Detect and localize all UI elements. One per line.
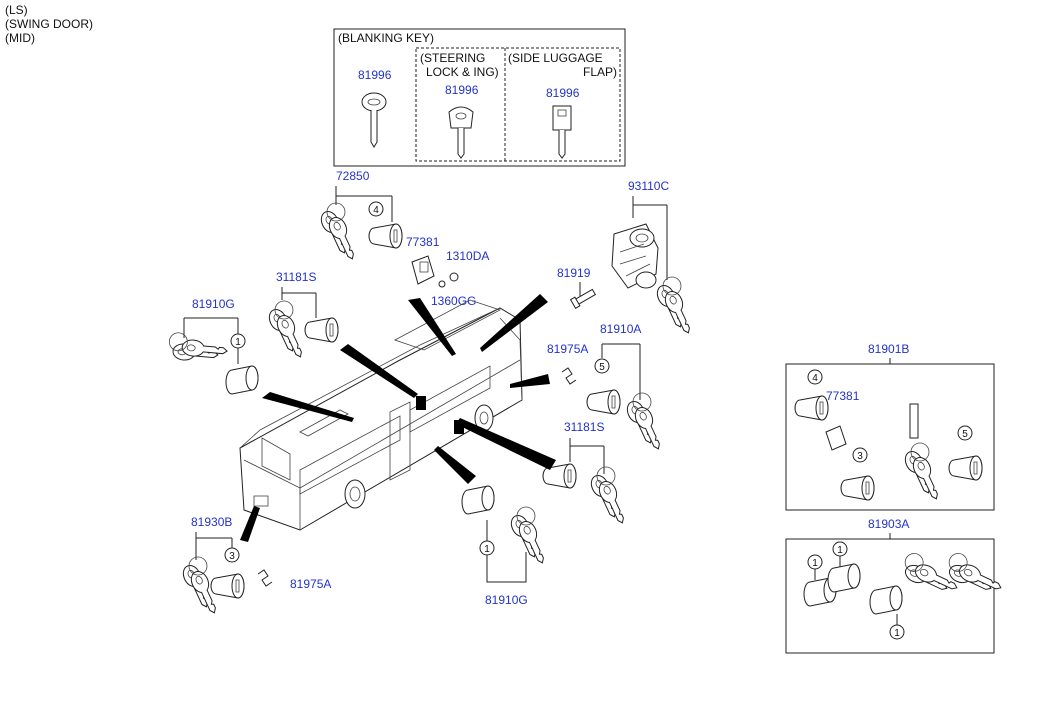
part-81903A[interactable]: 81903A: [868, 517, 909, 531]
part-81996-key-3[interactable]: 81996: [546, 86, 580, 100]
part-77381-kit[interactable]: 77381: [826, 389, 860, 403]
lock-cylinder-icon: [948, 455, 983, 481]
blank-key-icon: [552, 105, 572, 159]
part-31181S-top[interactable]: 31181S: [276, 270, 316, 284]
part-77381[interactable]: 77381: [406, 235, 440, 249]
blank-key-icon: [448, 106, 474, 159]
leader-wedge: [340, 344, 418, 398]
callout-1: 1: [894, 628, 900, 639]
leader-wedge: [408, 298, 456, 356]
leader-wedge: [456, 418, 556, 470]
part-31181S-right[interactable]: 31181S: [564, 420, 604, 434]
leader-wedge: [262, 392, 354, 422]
callout-4: 4: [373, 205, 379, 216]
part-81910A[interactable]: 81910A: [600, 322, 641, 336]
key-pair-icon: [266, 301, 308, 360]
plug-cylinder-icon: [869, 585, 903, 615]
header-note-mid: (MID): [5, 31, 35, 45]
part-81919[interactable]: 81919: [557, 266, 591, 280]
washer-icon: [438, 280, 446, 288]
plug-cylinder-icon: [225, 365, 259, 395]
key-pair-icon: [508, 507, 550, 566]
part-81975A-bottom[interactable]: 81975A: [290, 577, 331, 591]
blanking-key-box: (BLANKING KEY) (STEERING LOCK & ING) (SI…: [333, 28, 626, 167]
lock-plate-icon: [825, 425, 847, 451]
part-81910G-bottom[interactable]: 81910G: [485, 593, 528, 607]
callout-3: 3: [857, 451, 863, 462]
nut-icon: [449, 272, 459, 282]
kit-81901B-box: 81901B 4 77381 3 5: [785, 342, 995, 511]
part-1360GG[interactable]: 1360GG: [431, 294, 476, 308]
bus-illustration: [239, 299, 523, 531]
cam-lock-icon: [840, 475, 875, 501]
callout-1: 1: [837, 545, 843, 556]
lock-cylinder-icon: [304, 317, 339, 343]
key-pair-icon: [162, 317, 234, 383]
header-note-ls: (LS): [5, 3, 28, 17]
lock-cylinder-icon: [368, 223, 403, 249]
callout-1: 1: [812, 558, 818, 569]
kit-81903A-box: 81903A 1 1 1: [785, 517, 1009, 654]
key-pair-icon: [318, 203, 360, 262]
key-pair-icon: [939, 540, 1009, 612]
part-1310DA[interactable]: 1310DA: [446, 249, 489, 263]
blank-key-icon: [361, 92, 387, 148]
key-pair-icon: [624, 393, 666, 452]
part-81996-key-2[interactable]: 81996: [445, 83, 479, 97]
lock-cylinder-icon: [586, 389, 621, 415]
key-pair-icon: [588, 467, 630, 526]
plug-cylinder-icon: [827, 563, 861, 593]
lock-plate-icon: [411, 255, 435, 285]
leader-wedge: [434, 446, 476, 484]
key-tag-icon: [909, 403, 919, 439]
plug-cylinder-icon: [461, 485, 495, 515]
part-81996-key-1[interactable]: 81996: [358, 68, 392, 82]
steering-lock-title-2: LOCK & ING): [426, 65, 499, 79]
bolt-icon: [569, 288, 597, 310]
part-81910G-left[interactable]: 81910G: [192, 297, 235, 311]
ignition-switch-icon: [611, 223, 659, 289]
side-luggage-title-2: FLAP): [583, 65, 617, 79]
part-72850[interactable]: 72850: [336, 169, 370, 183]
steering-lock-title-1: (STEERING: [420, 51, 485, 65]
callout-5: 5: [599, 362, 605, 373]
key-pair-icon: [902, 443, 944, 502]
leader-wedge: [480, 294, 548, 352]
header-note-swing-door: (SWING DOOR): [5, 17, 93, 31]
side-luggage-title-1: (SIDE LUGGAGE: [508, 51, 603, 65]
lock-cylinder-icon: [794, 395, 829, 421]
callout-1: 1: [235, 337, 241, 348]
leader-wedge: [240, 506, 260, 542]
clip-icon: [257, 569, 273, 587]
callout-3: 3: [229, 551, 235, 562]
part-81901B[interactable]: 81901B: [868, 342, 909, 356]
cam-lock-icon: [210, 573, 245, 599]
part-81975A-right[interactable]: 81975A: [547, 342, 588, 356]
blanking-key-title: (BLANKING KEY): [338, 31, 434, 45]
part-81930B[interactable]: 81930B: [191, 515, 232, 529]
callout-1: 1: [484, 544, 490, 555]
key-pair-icon: [654, 277, 696, 336]
part-93110C[interactable]: 93110C: [628, 179, 669, 193]
callout-4: 4: [812, 373, 818, 384]
clip-icon: [561, 367, 577, 385]
callout-5: 5: [962, 429, 968, 440]
leader-wedge: [510, 374, 550, 388]
